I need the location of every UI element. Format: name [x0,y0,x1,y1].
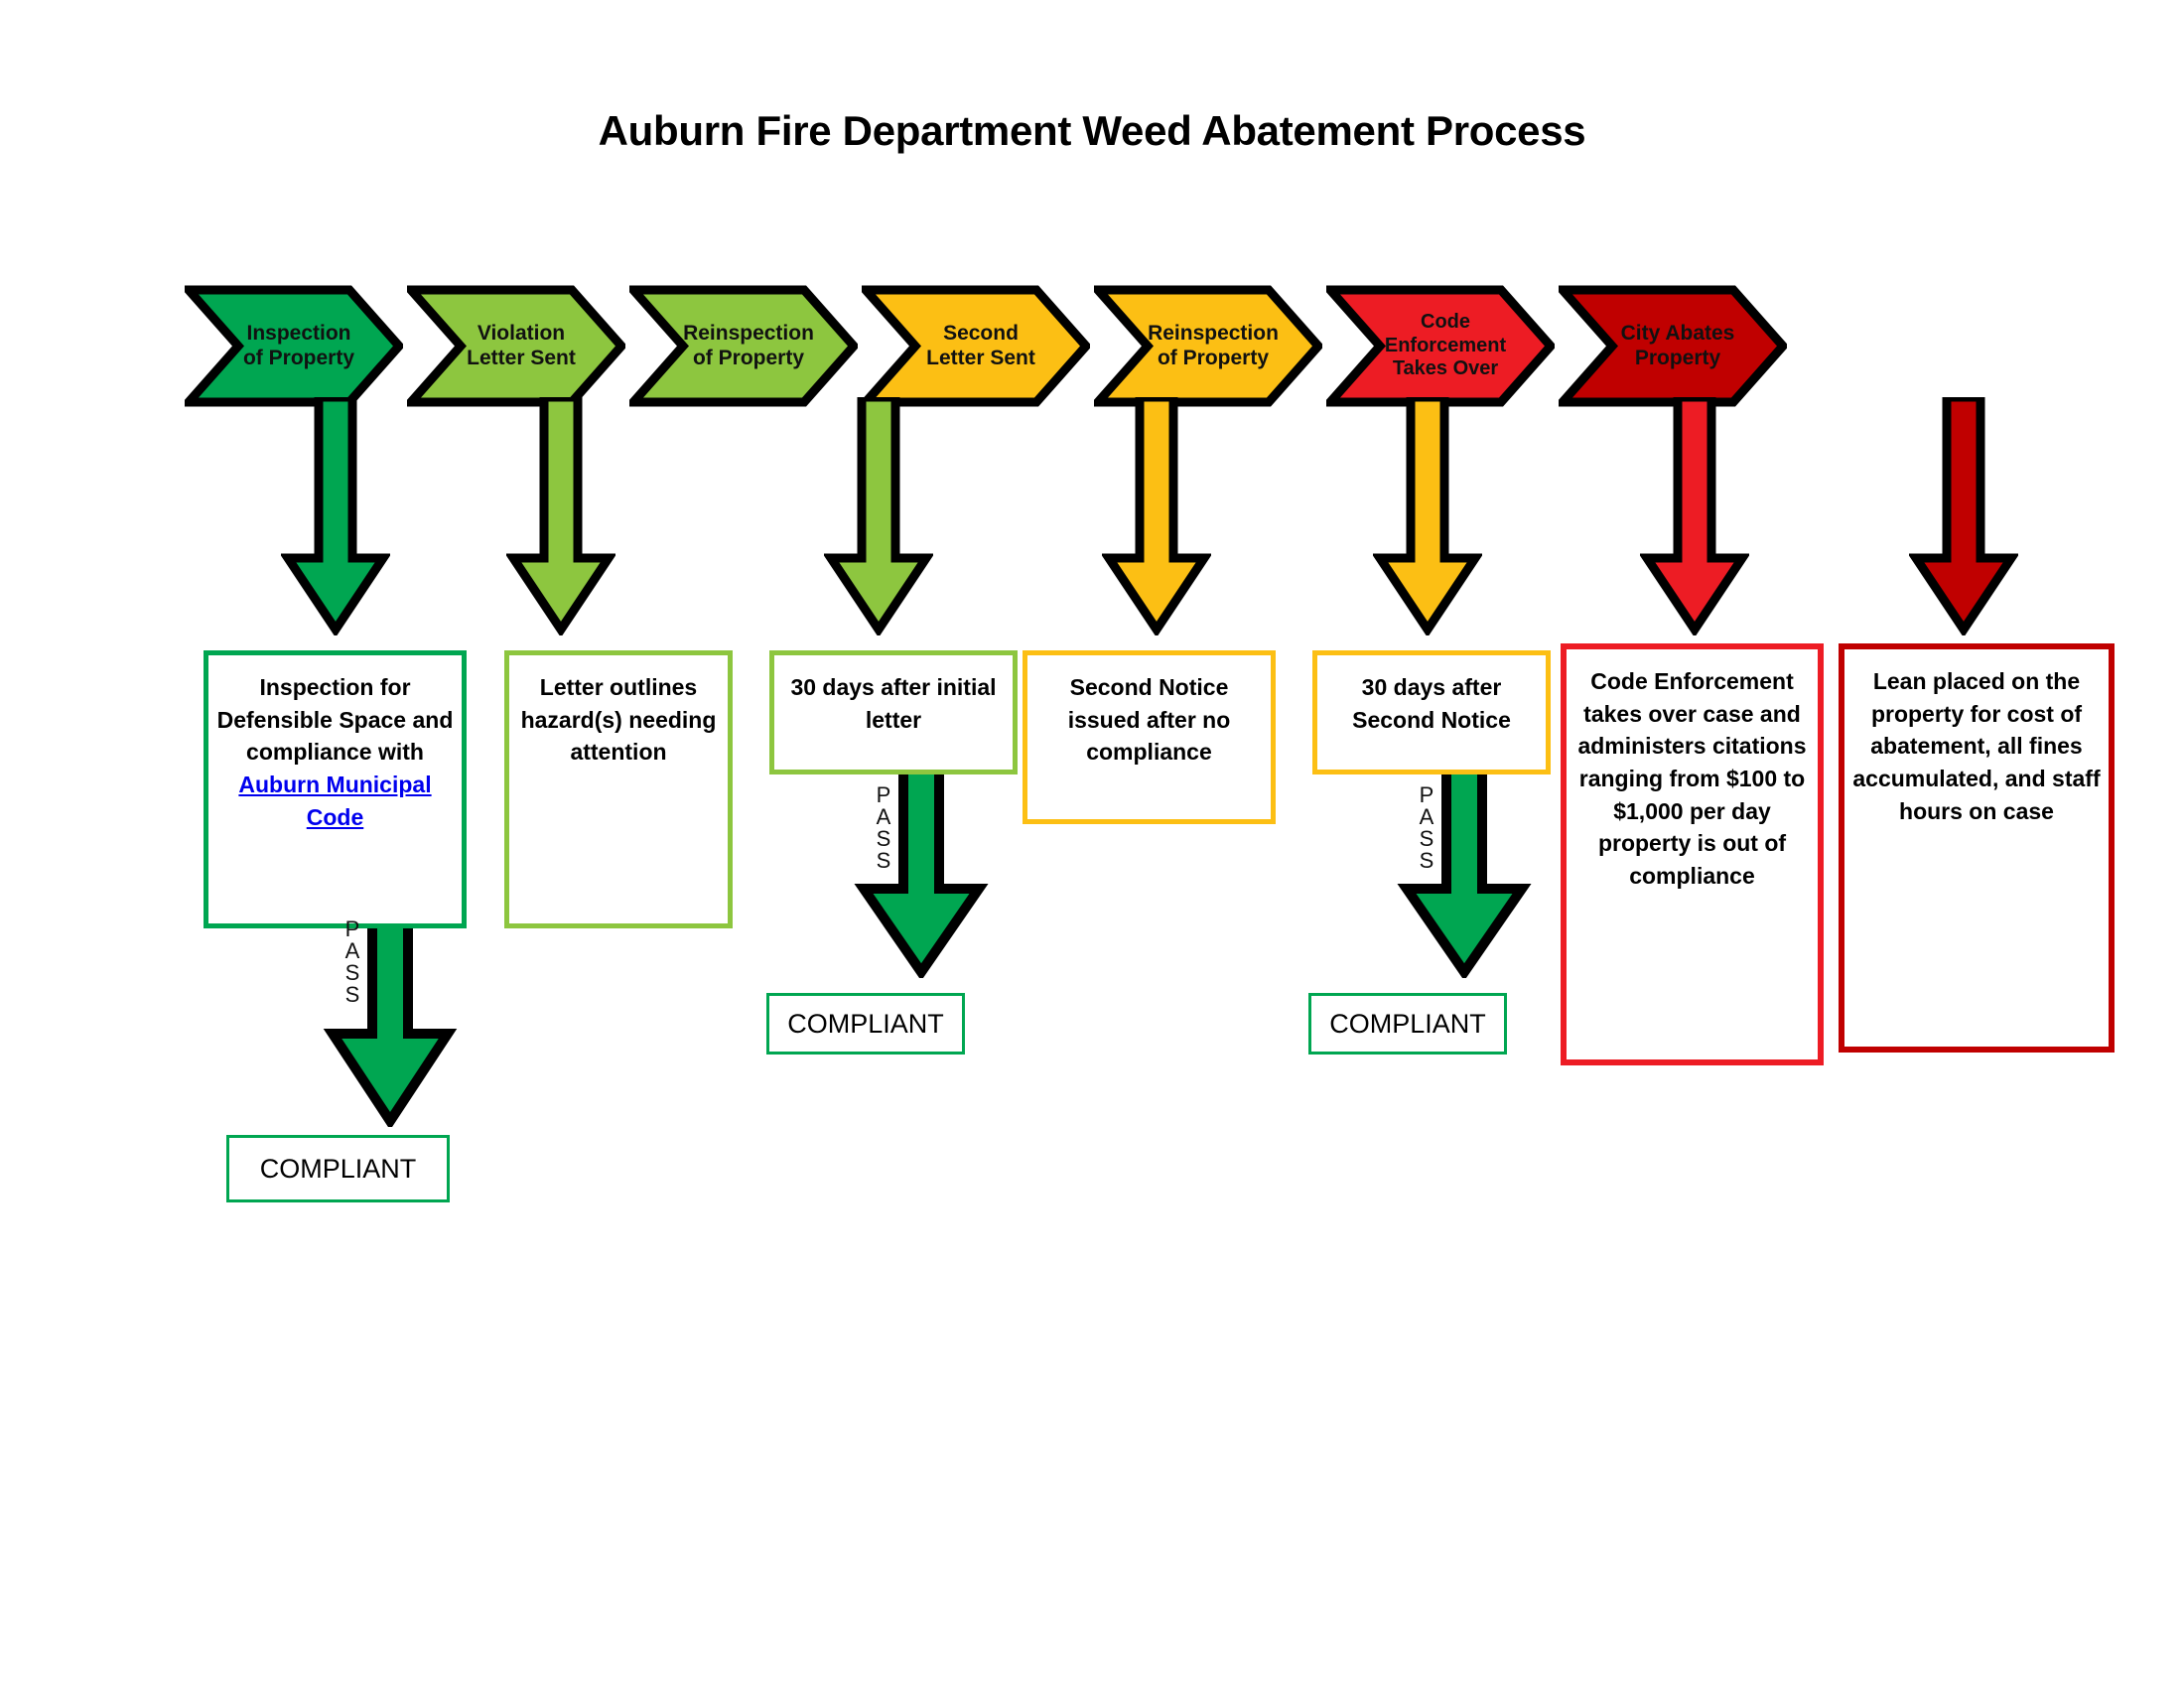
flow-arrow-city-abates [1907,392,2020,640]
page-title: Auburn Fire Department Weed Abatement Pr… [598,107,1586,154]
chevron-violation-letter-sent[interactable]: Violation Letter Sent [407,285,625,407]
compliant-box-inspection: COMPLIANT [226,1135,450,1202]
compliant-label: COMPLIANT [787,1008,944,1039]
chevron-reinspection-of-property-1[interactable]: Reinspection of Property [629,285,858,407]
chevron-inspection-of-property[interactable]: Inspection of Property [185,285,403,407]
info-box-reinspection-2-detail: 30 days after Second Notice [1312,650,1551,774]
compliant-box-reinspection-2: COMPLIANT [1308,993,1507,1055]
info-box-city-abates-detail: Lean placed on the property for cost of … [1839,643,2115,1053]
info-box-second-letter-detail: Second Notice issued after no compliance [1023,650,1276,824]
chevron-label: City Abates Property [1620,321,1735,369]
chevron-reinspection-of-property-2[interactable]: Reinspection of Property [1094,285,1322,407]
info-box-text: Second Notice issued after no compliance [1067,674,1231,766]
info-box-text: Inspection for Defensible Space and comp… [216,671,454,833]
chevron-code-enforcement-takes-over[interactable]: Code Enforcement Takes Over [1326,285,1555,407]
chevron-label: Violation Letter Sent [467,321,576,369]
info-box-inspection-detail: Inspection for Defensible Space and comp… [204,650,467,928]
compliant-box-reinspection-1: COMPLIANT [766,993,965,1055]
chevron-shape-icon [1559,285,1787,407]
auburn-municipal-code-link[interactable]: Auburn Municipal Code [238,771,432,830]
info-box-reinspection-1-detail: 30 days after initial letter [769,650,1018,774]
info-box-text: Code Enforcement takes over case and adm… [1577,668,1807,889]
compliant-label: COMPLIANT [259,1153,417,1184]
pass-arrow-reinspection-1 [837,735,1006,983]
flow-arrow-reinspection-1 [822,392,935,640]
chevron-label: Reinspection of Property [1148,321,1279,369]
chevron-label: Reinspection of Property [683,321,814,369]
flow-arrow-reinspection-2 [1371,392,1484,640]
chevron-city-abates-property[interactable]: City Abates Property [1559,285,1787,407]
flow-arrow-code-enforcement [1638,392,1751,640]
chevron-label: Second Letter Sent [926,321,1035,369]
chevron-label: Inspection of Property [242,321,354,369]
info-box-text: Lean placed on the property for cost of … [1852,668,2101,824]
pass-arrow-reinspection-2 [1380,735,1549,983]
chevron-shape-icon [1094,285,1322,407]
chevron-label: Code Enforcement Takes Over [1384,311,1507,380]
chevron-shape-icon [1326,285,1555,407]
chevron-shape-icon [862,285,1090,407]
info-box-text: 30 days after initial letter [790,674,997,733]
info-box-text: Letter outlines hazard(s) needing attent… [520,674,717,766]
flow-arrow-violation [504,392,617,640]
flow-arrow-second-letter [1100,392,1213,640]
inspection-detail-text: Inspection for Defensible Space and comp… [216,674,454,766]
flow-arrow-inspection [279,392,392,640]
chevron-second-letter-sent[interactable]: Second Letter Sent [862,285,1090,407]
chevron-shape-icon [629,285,858,407]
compliant-label: COMPLIANT [1329,1008,1486,1039]
info-box-text: 30 days after Second Notice [1352,674,1511,733]
info-box-code-enforcement-detail: Code Enforcement takes over case and adm… [1561,643,1824,1065]
info-box-violation-detail: Letter outlines hazard(s) needing attent… [504,650,733,928]
